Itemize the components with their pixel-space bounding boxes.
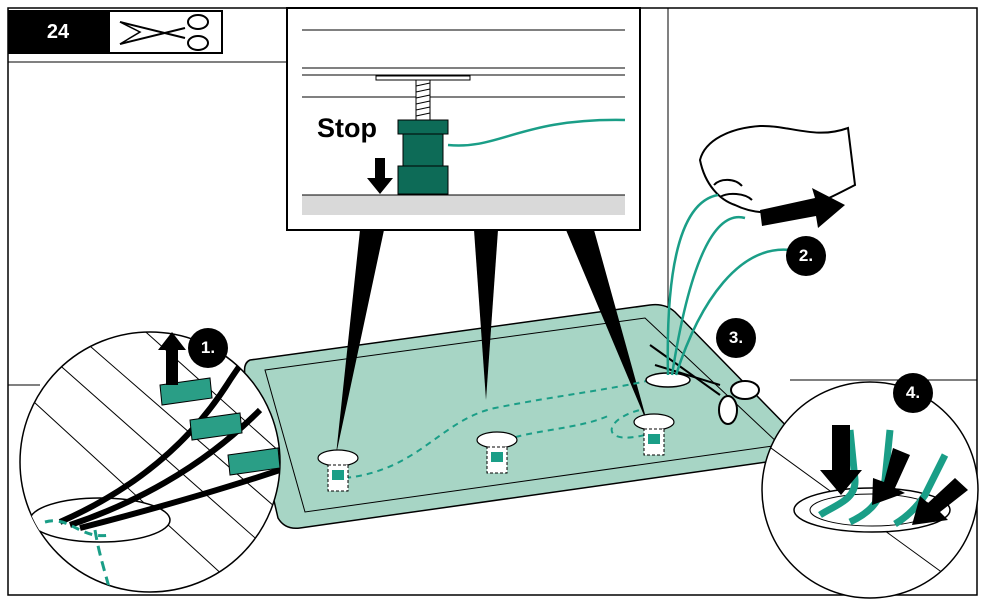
magnifier-left [10,300,300,600]
step-badge-4: 4. [893,373,933,413]
drain-hole [646,373,690,387]
step-number: 24 [47,21,69,44]
stop-label: Stop [317,113,377,144]
step-badge-1: 1. [188,328,228,368]
step-number-box: 24 [8,10,108,54]
step-badge-3: 3. [716,318,756,358]
tool-box [108,10,223,54]
scissors-icon [110,12,221,52]
step-badge-2: 2. [786,236,826,276]
magnifier-right [760,382,980,600]
